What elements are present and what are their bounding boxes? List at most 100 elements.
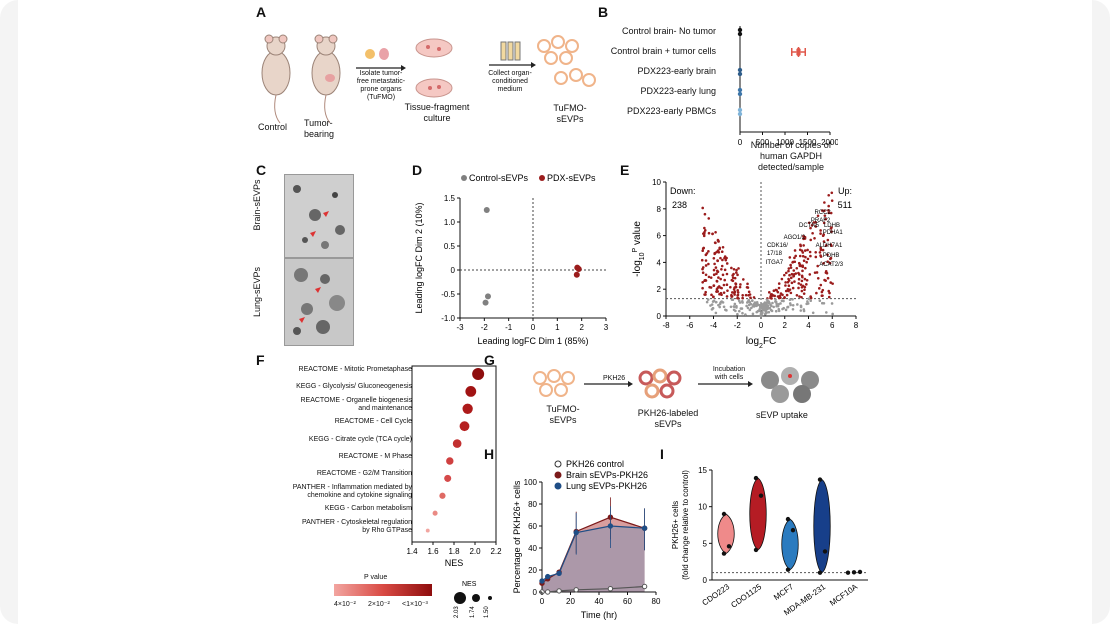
data-point [826,253,829,257]
data-point [813,237,816,240]
data-point [829,281,833,284]
data-point [755,301,759,304]
data-point [751,299,754,302]
data-point [831,282,834,285]
pvalue-tick: <1×10⁻³ [402,601,428,608]
lung-sevps-label: Lung-sEVPs [252,266,262,318]
data-point [730,298,734,301]
data-point [732,267,736,271]
data-point [797,271,800,275]
lung-organ-icon [379,48,389,60]
data-point [791,303,795,307]
data-point [806,300,809,303]
legend-label: PKH26 control [566,459,624,469]
tufmo-sevps-label: TuFMO-sEVPs [553,103,587,124]
data-point [774,288,778,292]
data-point [748,293,752,296]
data-point [802,292,806,295]
data-point [804,255,807,259]
data-point [729,305,733,309]
data-point [827,295,831,299]
data-point [748,300,752,304]
x-tick-label: 4 [806,321,811,330]
data-point [641,583,648,590]
sevps-icon [533,369,575,397]
y-tick-label: 0 [533,588,538,597]
data-point [787,277,790,281]
data-point [810,223,814,227]
data-point [707,275,711,279]
data-point [737,91,743,97]
data-point [809,238,813,242]
gene-label: AGO1/2 [784,235,806,241]
data-point [707,262,710,266]
data-point [736,312,739,316]
x-tick-label: 1500 [799,138,817,147]
data-point [789,276,793,280]
x-tick-label: 0 [531,323,536,332]
data-point [573,271,580,278]
data-point [784,281,787,284]
x-tick-label: 3 [604,323,609,332]
data-point [823,214,827,217]
data-point [703,212,707,216]
tumor-bearing-label: Tumor-bearing [304,118,335,139]
data-point [788,273,791,277]
data-point [784,284,787,287]
data-point [816,264,820,268]
y-tick-label: 10 [652,178,661,187]
x-tick-label: 1 [555,323,560,332]
y-tick-label: 15 [698,466,707,475]
data-point [785,293,789,297]
data-point [734,285,738,289]
data-point [851,570,857,575]
gene-label: PDHB [823,253,840,259]
data-point [830,230,833,233]
data-point [701,247,705,250]
row-label: Control brain- No tumor [621,26,716,36]
data-point [824,271,828,274]
y-tick-label: 8 [657,205,662,214]
data-point [744,313,747,316]
data-point [774,300,778,304]
row-label: PDX223-early PBMCs [626,106,716,116]
data-point [721,301,725,304]
up-label: Up: [838,186,852,196]
data-point [763,305,767,309]
data-point [767,291,771,294]
enrichment-dot [425,528,430,533]
data-point [607,523,614,529]
data-point [786,280,790,284]
data-point [718,305,721,309]
x-tick-label: 0 [759,321,764,330]
data-point [749,302,753,306]
row-label: PDX223-early brain [637,66,716,76]
data-point [790,272,794,276]
term-label: REACTOME - M Phase [338,453,412,460]
data-point [819,255,823,258]
violin [749,477,767,551]
data-point [799,309,803,312]
panel-label-b: B [598,4,609,20]
data-point [703,229,707,232]
tumor-mouse-icon [311,34,341,124]
x-tick-label: MCF10A [828,582,860,608]
data-point [731,291,734,294]
enrichment-dot [452,439,462,448]
data-point [783,273,786,277]
panel-label-d: D [412,162,423,178]
isolate-step-label: Isolate tumor-free metastatic-prone orga… [356,70,406,101]
data-point [704,264,708,267]
data-point [785,516,791,522]
data-point [737,71,743,77]
data-point [735,306,738,309]
data-point [741,311,744,315]
data-point [573,529,579,536]
data-point [712,295,715,299]
data-point [750,306,753,310]
legend-marker [461,175,467,181]
data-point [782,299,785,303]
data-point [815,291,818,295]
